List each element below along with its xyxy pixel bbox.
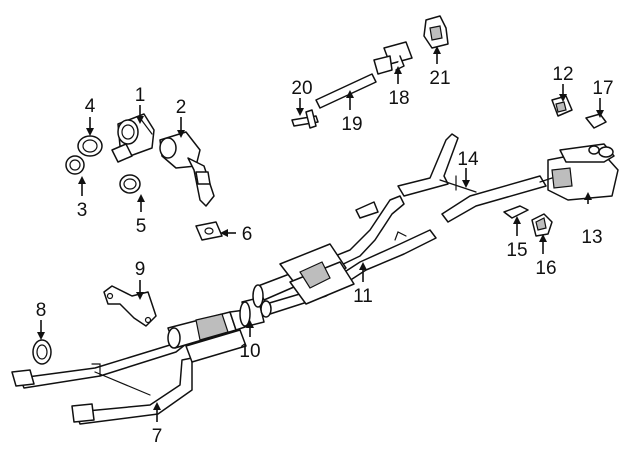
callout-3: 3 [77, 200, 88, 221]
callout-10: 10 [239, 341, 260, 362]
leader-arrows [37, 46, 604, 422]
converter-1 [111, 113, 155, 163]
callout-19: 19 [341, 114, 362, 135]
clamp-4 [77, 135, 103, 157]
callout-14: 14 [457, 149, 479, 170]
center-pipe-11 [252, 195, 437, 318]
callout-17: 17 [592, 78, 613, 99]
callout-21: 21 [429, 68, 450, 89]
callout-6: 6 [242, 224, 253, 245]
front-pipe-assembly [11, 309, 249, 425]
gasket-3 [65, 155, 85, 175]
callout-16: 16 [535, 258, 556, 279]
gasket-5 [119, 174, 141, 194]
callout-18: 18 [388, 88, 409, 109]
fitting-20 [291, 109, 319, 129]
callout-13: 13 [581, 227, 602, 248]
callout-12: 12 [552, 64, 573, 85]
callout-20: 20 [291, 78, 312, 99]
callout-7: 7 [152, 426, 163, 447]
callout-2: 2 [176, 97, 187, 118]
gasket-8 [32, 339, 52, 365]
bracket-21 [423, 15, 449, 49]
callout-15: 15 [506, 240, 527, 261]
callout-5: 5 [136, 216, 147, 237]
callout-8: 8 [36, 300, 47, 321]
callout-4: 4 [85, 96, 96, 117]
valve-18 [373, 41, 413, 75]
rear-muffler-13 [539, 143, 619, 201]
bracket-15 [503, 205, 529, 219]
bracket-9 [103, 285, 157, 327]
rear-pipe-14 [397, 133, 547, 223]
callout-labels: 1 2 3 4 5 6 7 8 9 10 11 12 13 14 15 16 1… [36, 64, 614, 447]
callout-1: 1 [135, 85, 146, 106]
gasket-6 [195, 221, 223, 241]
clip-17 [585, 113, 607, 129]
hose-19 [315, 73, 377, 109]
callout-11: 11 [353, 286, 373, 307]
converter-pipe-2 [159, 131, 215, 207]
callout-9: 9 [135, 259, 146, 280]
